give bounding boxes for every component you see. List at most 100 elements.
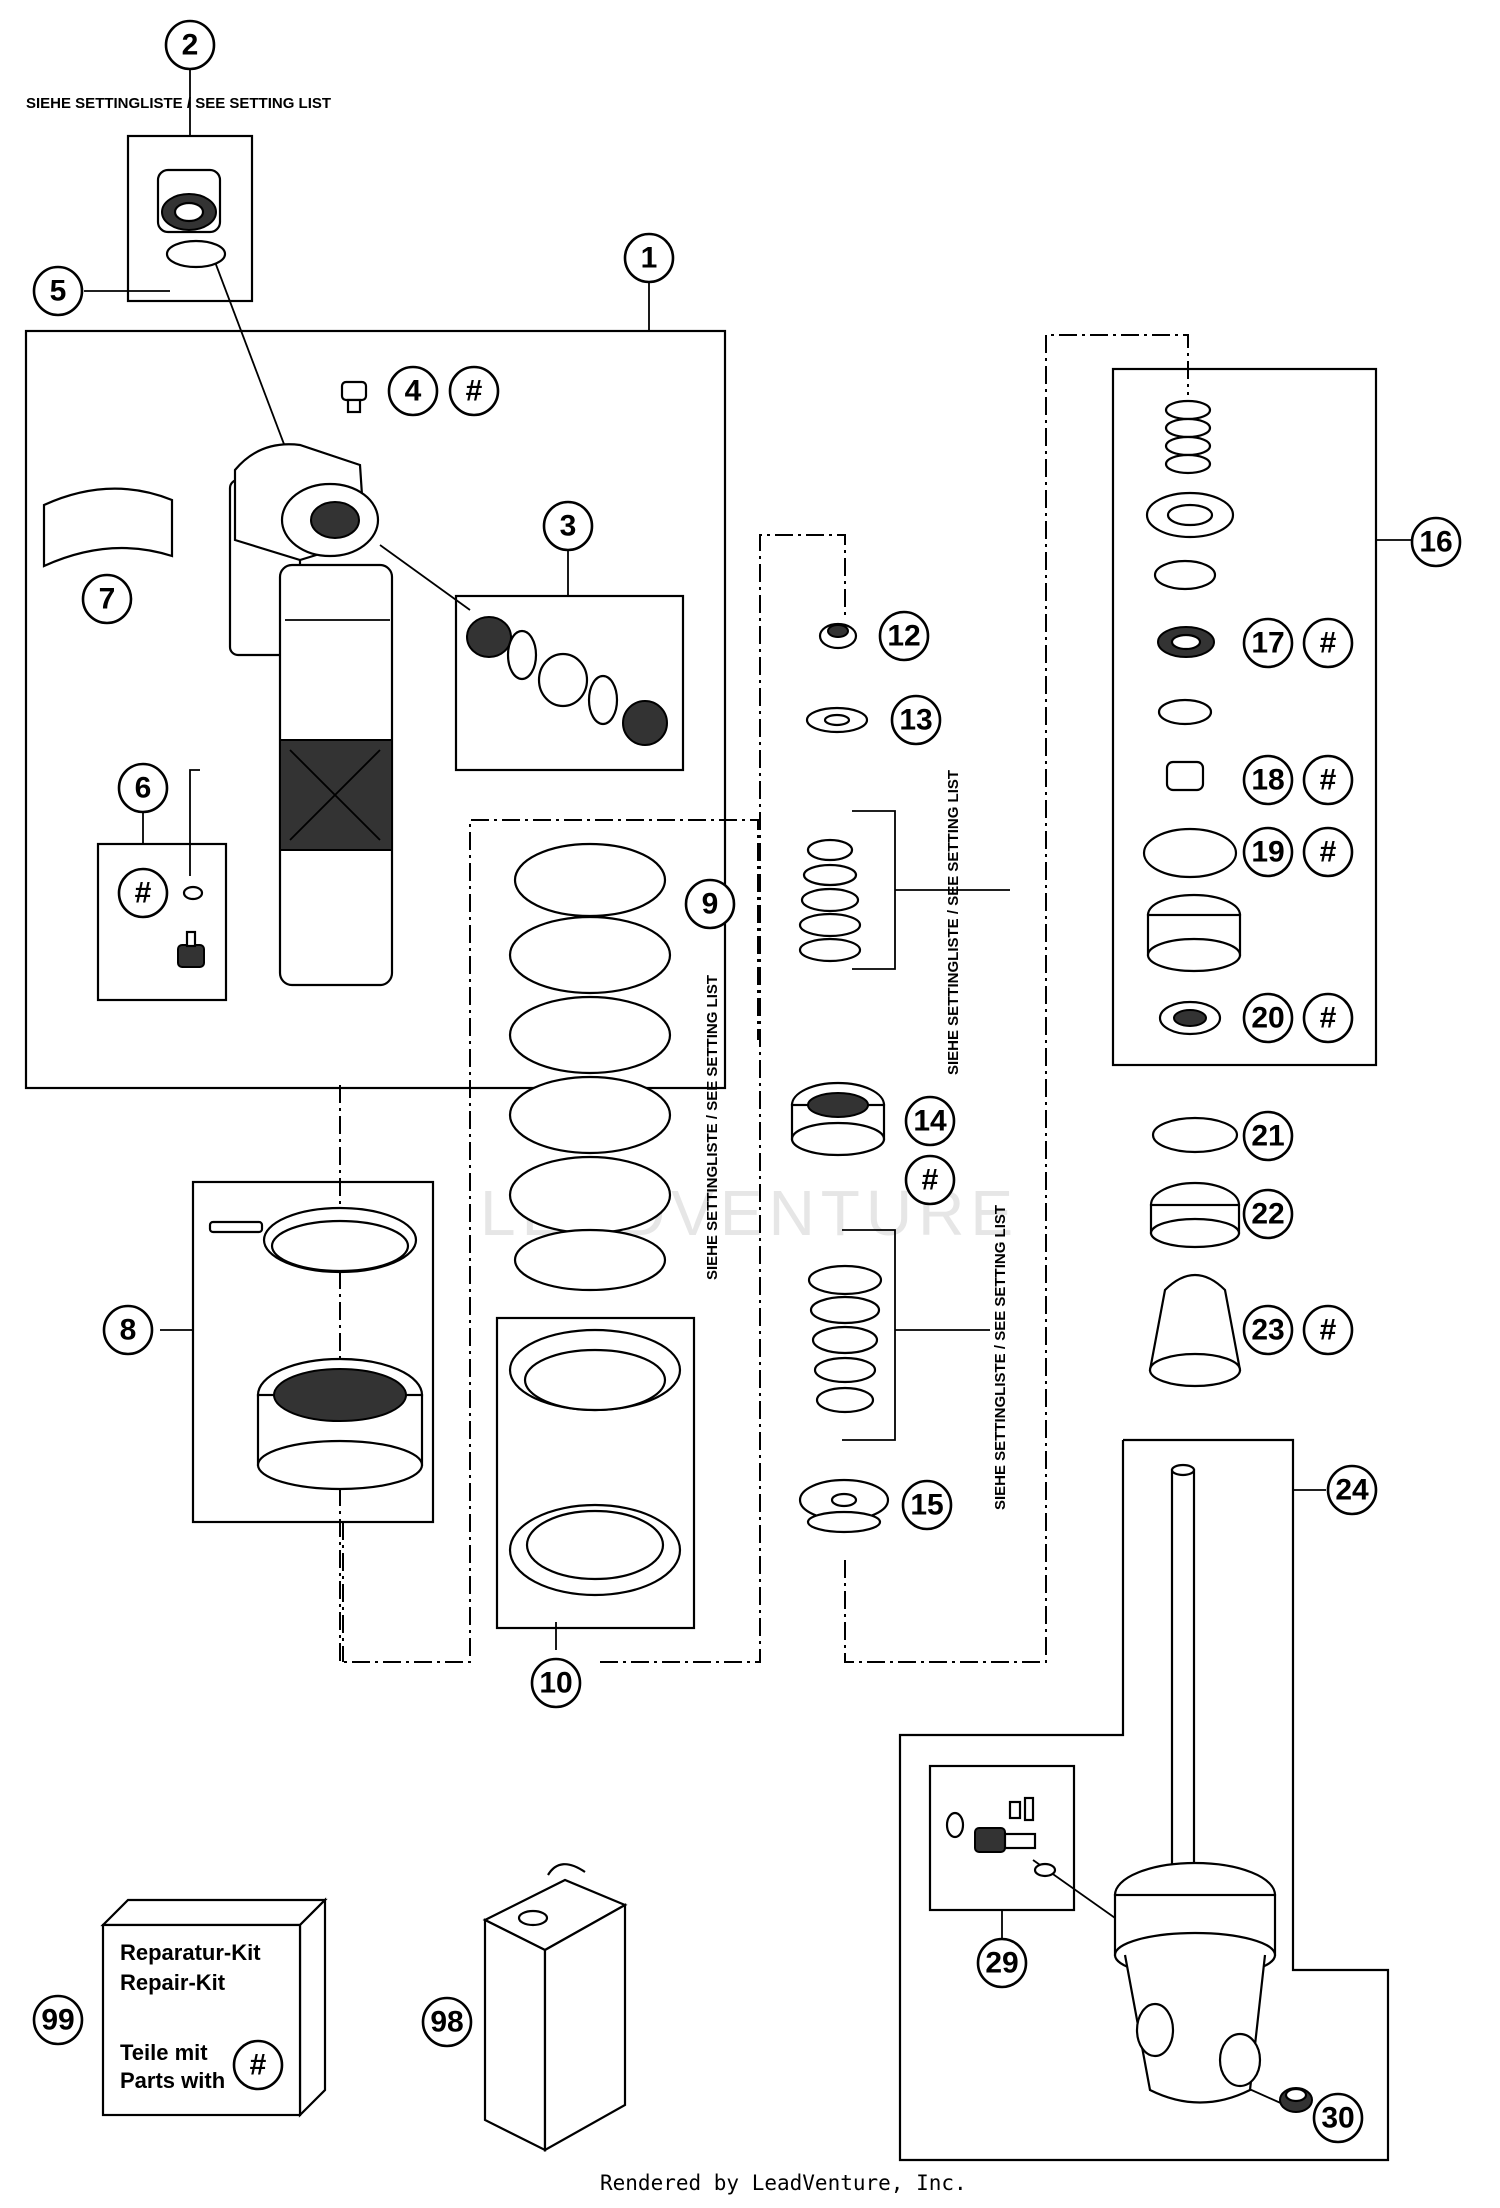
callout-19-hash: # [1302, 826, 1354, 878]
callout-18: 18 [1242, 754, 1294, 806]
callout-99: 99 [32, 1994, 84, 2046]
svg-text:8: 8 [120, 1314, 137, 1347]
shock-body-part [228, 443, 394, 987]
repair-kit-line2: Repair-Kit [120, 1970, 226, 1995]
callout-7: 7 [81, 573, 133, 625]
spring-retainer-part [508, 1328, 682, 1597]
callout-6: 6 [117, 762, 169, 814]
svg-text:19: 19 [1251, 836, 1284, 869]
callout-23-hash: # [1302, 1304, 1354, 1356]
setting-list-note-stack-lower: SIEHE SETTINGLISTE / SEE SETTING LIST [992, 1205, 1009, 1510]
repair-kit-line1: Reparatur-Kit [120, 1940, 261, 1965]
svg-text:5: 5 [50, 275, 67, 308]
callout-13: 13 [890, 694, 942, 746]
svg-text:24: 24 [1335, 1474, 1369, 1507]
svg-text:7: 7 [99, 583, 116, 616]
spring-retainer-frame [495, 1316, 696, 1630]
repair-kit-line4: Parts with [120, 2068, 225, 2093]
callout-30: 30 [1312, 2092, 1364, 2144]
callout-21: 21 [1242, 1110, 1294, 1162]
assembly-line-nut [600, 534, 846, 1663]
svg-text:12: 12 [887, 620, 920, 653]
svg-text:18: 18 [1251, 764, 1284, 797]
nut-part [805, 622, 869, 734]
piston-part [790, 1081, 886, 1157]
svg-text:99: 99 [41, 2004, 74, 2037]
piston-rod-frame [898, 1438, 1390, 2162]
svg-text:16: 16 [1419, 526, 1452, 559]
callout-16: 16 [1410, 516, 1462, 568]
callout-5: 5 [32, 265, 84, 317]
callout-9: 9 [684, 878, 736, 930]
compression-stack-part [1142, 399, 1242, 1036]
shim-stack-lower-part [807, 1264, 883, 1414]
shim-stack-upper-part [798, 838, 862, 963]
setting-list-note-spring: SIEHE SETTINGLISTE / SEE SETTING LIST [704, 975, 721, 1280]
callout-17-hash: # [1302, 617, 1354, 669]
piston-stack-frame [1111, 367, 1378, 1067]
svg-text:#: # [1320, 1314, 1337, 1347]
svg-text:#: # [135, 877, 152, 910]
shock-body-frame [24, 329, 727, 1090]
svg-text:21: 21 [1251, 1120, 1284, 1153]
washer-15-part [798, 1478, 890, 1534]
callout-3: 3 [542, 500, 594, 552]
svg-text:9: 9 [702, 888, 719, 921]
callout-2: 2 [164, 19, 216, 71]
repair-kit-line3: Teile mit [120, 2040, 208, 2065]
svg-text:#: # [466, 375, 483, 408]
svg-text:23: 23 [1251, 1314, 1284, 1347]
svg-text:13: 13 [899, 704, 932, 737]
svg-text:#: # [1320, 836, 1337, 869]
callout-18-hash: # [1302, 754, 1354, 806]
callout-4: 4 [387, 365, 439, 417]
callout-19: 19 [1242, 826, 1294, 878]
svg-text:14: 14 [913, 1105, 947, 1138]
svg-text:30: 30 [1321, 2102, 1354, 2135]
bearing-frame [454, 594, 685, 772]
svg-text:22: 22 [1251, 1198, 1284, 1231]
footer-credit: Rendered by LeadVenture, Inc. [600, 2171, 967, 2195]
heat-shield-part [42, 487, 174, 568]
callout-24: 24 [1326, 1464, 1378, 1516]
callout-12: 12 [878, 610, 930, 662]
oil-can-part [482, 1863, 628, 2152]
setting-list-note-top: SIEHE SETTINGLISTE / SEE SETTING LIST [26, 95, 331, 112]
svg-text:#: # [1320, 1002, 1337, 1035]
svg-text:#: # [1320, 627, 1337, 660]
spring-part [508, 842, 672, 1292]
bleed-plug-part [340, 380, 368, 414]
svg-text:4: 4 [405, 375, 422, 408]
callout-20: 20 [1242, 992, 1294, 1044]
callout-14-hash: # [904, 1154, 956, 1206]
svg-text:20: 20 [1251, 1002, 1284, 1035]
clamp-ring-part [208, 1206, 424, 1491]
svg-text:29: 29 [985, 1947, 1018, 1980]
callout-29: 29 [976, 1937, 1028, 1989]
callout-15: 15 [901, 1479, 953, 1531]
svg-text:98: 98 [430, 2006, 463, 2039]
callout-22: 22 [1242, 1188, 1294, 1240]
piston-rod-part [1113, 1463, 1277, 2104]
callout-4-hash: # [448, 365, 500, 417]
svg-text:#: # [1320, 764, 1337, 797]
svg-text:15: 15 [910, 1489, 943, 1522]
callout-10: 10 [530, 1657, 582, 1709]
repair-kit-mark: # [250, 2049, 267, 2082]
clamp-frame [191, 1180, 435, 1524]
assembly-line-stack [844, 334, 1189, 1663]
svg-text:2: 2 [182, 29, 199, 62]
bleed-screw-frame [96, 842, 228, 1002]
svg-text:10: 10 [539, 1667, 572, 1700]
adjuster-part [156, 168, 227, 269]
bumper-part [1148, 1116, 1242, 1388]
assembly-line-spring [339, 819, 759, 1663]
valve-kit-part [945, 1796, 1057, 1878]
callout-8: 8 [102, 1304, 154, 1356]
bleed-screw-part [177, 885, 205, 968]
callout-1: 1 [623, 232, 675, 284]
setting-list-note-stack-upper: SIEHE SETTINGLISTE / SEE SETTING LIST [945, 770, 962, 1075]
bearing-part [466, 616, 668, 746]
callout-17: 17 [1242, 617, 1294, 669]
